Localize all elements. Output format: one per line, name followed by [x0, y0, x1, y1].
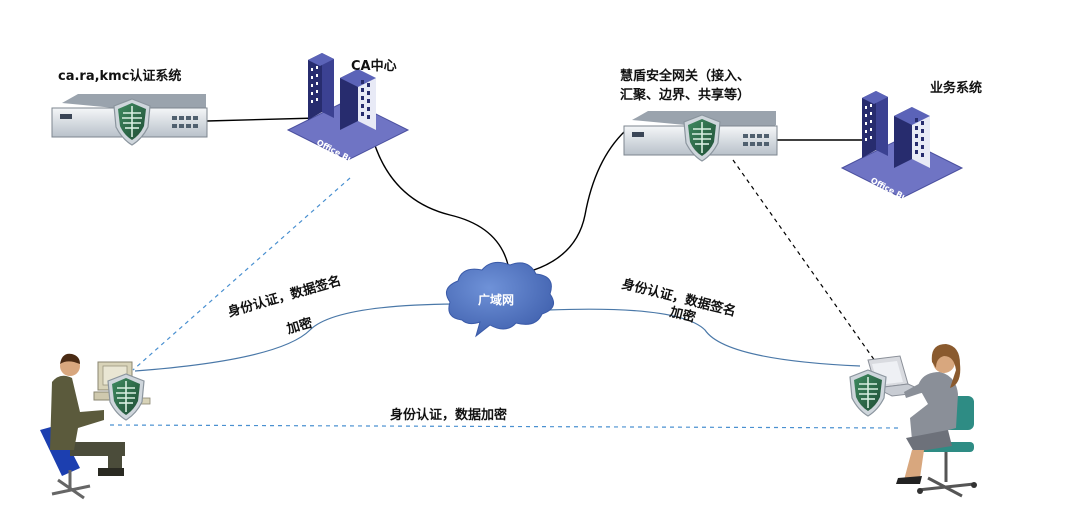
right-user [849, 344, 977, 498]
gateway-label-line1: 慧盾安全网关（接入、 [620, 69, 751, 84]
auth-system-device [51, 94, 208, 146]
gateway-label-line2: 汇聚、边界、共享等） [620, 88, 751, 103]
wan-label: 广域网 [478, 292, 514, 307]
shield-icon [113, 98, 151, 146]
shield-icon [849, 369, 887, 417]
business-system-building: Office Building [841, 90, 963, 215]
office-building-icon [841, 90, 963, 199]
link-wan-to-gateway [509, 130, 626, 277]
link-users-dashed [109, 424, 901, 429]
link-gateway-to-user-dashed [732, 159, 881, 369]
link-ca-to-user-dashed [132, 177, 351, 371]
business-system-label: 业务系统 [930, 81, 983, 96]
edge-label-bottom: 身份认证，数据加密 [390, 408, 508, 423]
link-ca-to-wan [371, 135, 511, 277]
left-user [40, 353, 151, 500]
auth-system-label: ca.ra,kmc认证系统 [58, 69, 182, 84]
person-icon [896, 344, 977, 498]
cloud-icon: 广域网 [445, 261, 555, 338]
shield-icon [107, 373, 145, 421]
gateway-device [623, 111, 778, 162]
ca-center-label: CA中心 [351, 59, 397, 74]
link-auth-to-ca [206, 117, 319, 122]
person-icon [40, 353, 125, 500]
link-left-user-to-wan [134, 303, 456, 372]
link-wan-to-right-user [547, 308, 861, 367]
